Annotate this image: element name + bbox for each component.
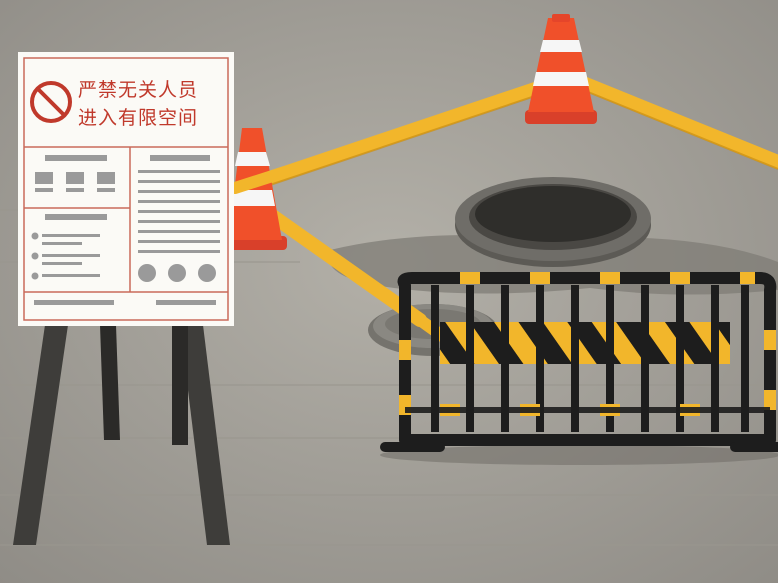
sign-line-1: 严禁无关人员 [78, 79, 198, 101]
warning-sign: 严禁无关人员 进入有限空间 [18, 52, 234, 326]
manhole-icon [455, 177, 651, 267]
traffic-cone-icon [525, 14, 597, 124]
easel-stand [13, 325, 230, 545]
barrier-icon [380, 272, 778, 465]
sign-line-2: 进入有限空间 [78, 107, 198, 129]
no-entry-icon [30, 81, 72, 123]
